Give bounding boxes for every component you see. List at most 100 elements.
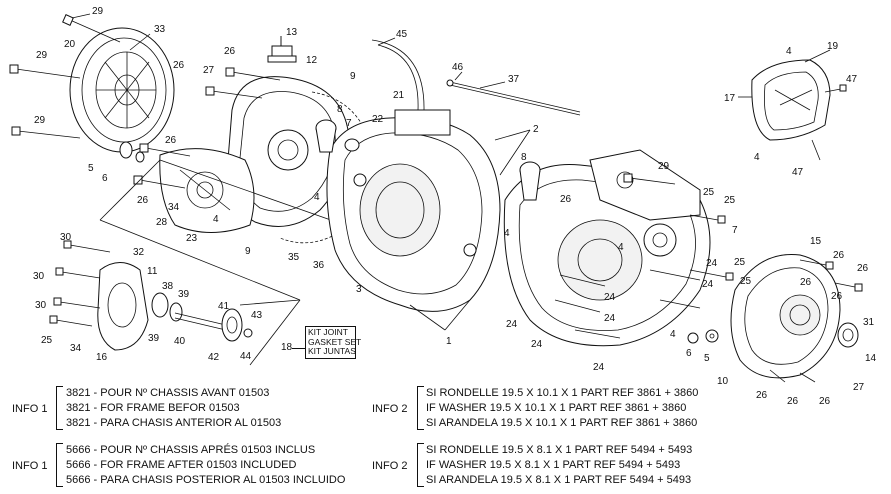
impeller-38-39: [151, 292, 183, 322]
callout-26: 26: [831, 291, 843, 302]
gasket-kit-box: KIT JOINT GASKET SET KIT JUNTAS: [305, 326, 361, 359]
callout-6: 6: [102, 173, 108, 184]
callout-26: 26: [800, 277, 812, 288]
bolt-29-lower: [11, 126, 81, 139]
bolt-26-mid: [139, 143, 191, 157]
callout-29: 29: [658, 161, 670, 172]
info-line: IF WASHER 19.5 X 10.1 X 1 PART REF 3861 …: [426, 402, 687, 414]
callout-39: 39: [178, 289, 190, 300]
bolt-29-right: [623, 173, 676, 185]
info-line: 3821 - PARA CHASIS ANTERIOR AL 01503: [66, 417, 282, 429]
info-line: 5666 - PARA CHASIS POSTERIOR AL 01503 IN…: [66, 474, 346, 486]
washers-right: [687, 329, 719, 344]
callout-43: 43: [251, 310, 263, 321]
callout-34: 34: [70, 343, 82, 354]
callout-30: 30: [35, 300, 47, 311]
info-line: SI RONDELLE 19.5 X 8.1 X 1 PART REF 5494…: [426, 444, 693, 456]
callout-26: 26: [224, 46, 236, 57]
oil-plug-13: [267, 36, 297, 63]
callout-4: 4: [754, 152, 760, 163]
info-bracket: [417, 386, 424, 430]
callout-20: 20: [64, 39, 76, 50]
callout-26: 26: [787, 396, 799, 407]
callout-39: 39: [148, 333, 160, 344]
callout-1: 1: [446, 336, 452, 347]
bolts-26-right: [769, 259, 863, 383]
callout-4: 4: [618, 242, 624, 253]
callout-7: 7: [732, 225, 738, 236]
callout-31: 31: [863, 317, 875, 328]
circlip-43-44: [243, 328, 253, 338]
callout-25: 25: [734, 257, 746, 268]
callout-10: 10: [717, 376, 729, 387]
bolts-47: [811, 84, 847, 161]
info-line: 5666 - FOR FRAME AFTER 01503 INCLUDED: [66, 459, 297, 471]
bolt-29-top: [62, 14, 121, 43]
bolt-27: [205, 86, 263, 99]
info-label: INFO 2: [372, 460, 408, 472]
callout-16: 16: [96, 352, 108, 363]
callout-29: 29: [34, 115, 46, 126]
callout-26: 26: [165, 135, 177, 146]
info-bracket: [56, 443, 63, 487]
info-block: 5666 - POUR Nº CHASSIS APRÉS 01503 INCLU…: [66, 443, 345, 488]
info-label: INFO 2: [372, 403, 408, 415]
callout-30: 30: [33, 271, 45, 282]
callout-7: 7: [346, 118, 352, 129]
info-line: SI RONDELLE 19.5 X 10.1 X 1 PART REF 386…: [426, 387, 699, 399]
callout-11: 11: [147, 266, 158, 277]
pump-cover-23: [159, 148, 255, 233]
callout-25: 25: [740, 276, 752, 287]
callout-25: 25: [703, 187, 715, 198]
sleeve-8-left: [315, 119, 337, 153]
exploded-engine-diagram: 1 2 3 4 4 4 4 4 4 4 5 5 6 6 7 7 8 8 9 9 …: [9, 6, 877, 407]
callout-13: 13: [286, 27, 298, 38]
kit-callout-number: 18: [281, 342, 293, 353]
water-pump-cover-11: [97, 262, 149, 351]
callout-46: 46: [452, 62, 464, 73]
callout-27: 27: [203, 65, 215, 76]
info-line: SI ARANDELA 19.5 X 10.1 X 1 PART REF 386…: [426, 417, 698, 429]
callout-9: 9: [350, 71, 356, 82]
callout-8: 8: [337, 104, 343, 115]
callout-3: 3: [356, 284, 362, 295]
breather-pipe-45: [371, 39, 425, 111]
bolt-26-top: [225, 67, 281, 81]
callout-21: 21: [393, 90, 405, 101]
callout-14: 14: [865, 353, 877, 364]
callout-32: 32: [133, 247, 145, 258]
pump-shaft-40: [174, 312, 231, 332]
bolt-26-left: [133, 175, 186, 189]
callout-25: 25: [724, 195, 736, 206]
callout-24: 24: [604, 292, 616, 303]
callout-34: 34: [168, 202, 180, 213]
callout-26: 26: [756, 390, 768, 401]
info-line: 5666 - POUR Nº CHASSIS APRÉS 01503 INCLU…: [66, 444, 316, 456]
callout-45: 45: [396, 29, 408, 40]
dowel-7-left: [344, 138, 360, 152]
callout-38: 38: [162, 281, 174, 292]
bolts-24: [554, 269, 701, 339]
info-block: SI RONDELLE 19.5 X 10.1 X 1 PART REF 386…: [426, 386, 698, 431]
gear-42: [221, 308, 243, 342]
right-cover-10: [730, 253, 841, 379]
callout-26: 26: [819, 396, 831, 407]
kit-line-es: KIT JUNTAS: [308, 346, 356, 356]
info-bracket: [417, 443, 424, 487]
callout-25: 25: [41, 335, 53, 346]
crankcase-left: [326, 109, 501, 312]
callout-33: 33: [154, 24, 166, 35]
clutch-cover-outer: [69, 27, 175, 153]
info-line: SI ARANDELA 19.5 X 8.1 X 1 PART REF 5494…: [426, 474, 692, 486]
callout-24: 24: [702, 279, 714, 290]
callout-24: 24: [593, 362, 605, 373]
info-line: 3821 - POUR Nº CHASSIS AVANT 01503: [66, 387, 270, 399]
callout-numbers: 1 2 3 4 4 4 4 4 4 4 5 5 6 6 7 7 8 8 9 9 …: [33, 6, 877, 407]
small-cover-17: [751, 59, 831, 141]
callout-4: 4: [213, 214, 219, 225]
callout-6: 6: [686, 348, 692, 359]
callout-9: 9: [245, 246, 251, 257]
callout-36: 36: [313, 260, 325, 271]
bolts-25: [689, 214, 734, 281]
callout-24: 24: [706, 258, 718, 269]
